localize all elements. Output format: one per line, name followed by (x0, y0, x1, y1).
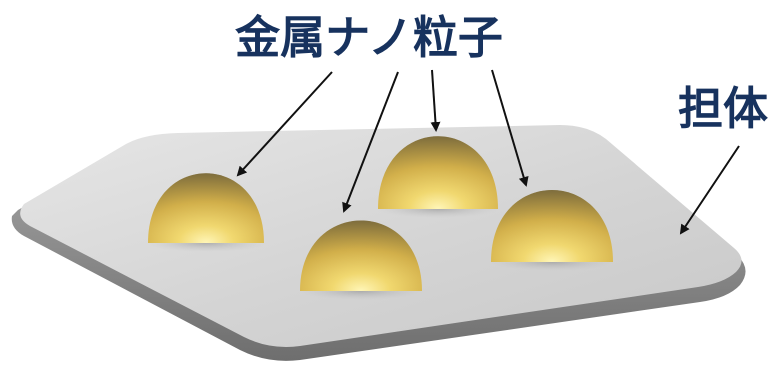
label-metal-nanoparticles: 金属ナノ粒子 (235, 11, 503, 64)
nanoparticle-4 (490, 190, 614, 271)
arrow-to-particle-2 (430, 69, 441, 132)
nanoparticle-2 (377, 136, 499, 218)
label-support: 担体 (678, 82, 768, 135)
arrow-to-particle-1 (236, 71, 333, 177)
nanoparticle-1 (146, 173, 266, 252)
arrow-to-particle-4 (491, 69, 529, 187)
arrow-to-particle-3 (342, 71, 399, 213)
arrow-to-support (679, 145, 740, 235)
nanoparticle-3 (299, 220, 423, 300)
